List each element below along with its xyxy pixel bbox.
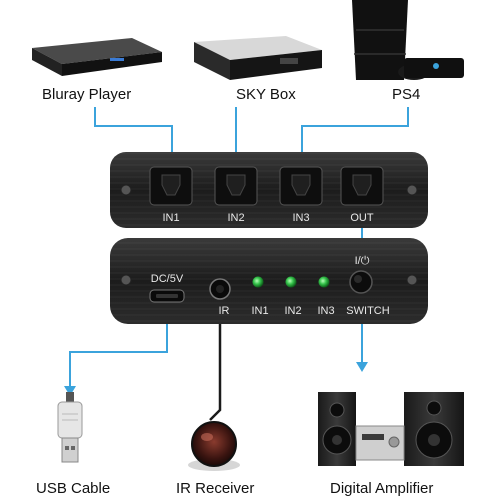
- sky-box-label: SKY Box: [236, 86, 296, 103]
- micro-usb-port-icon: [149, 289, 185, 303]
- port-in2-icon: [214, 166, 258, 206]
- port-label-in3: IN3: [292, 212, 309, 224]
- led-in2-icon: [285, 276, 297, 288]
- ir-jack-label: IR: [219, 305, 230, 317]
- switch-button-label: SWITCH: [346, 305, 389, 317]
- port-label-out: OUT: [350, 212, 374, 224]
- digital-amplifier-icon: [318, 392, 464, 466]
- input-connector-lines: [69, 107, 409, 421]
- ir-receiver-label: IR Receiver: [176, 480, 255, 497]
- switch-button[interactable]: [349, 270, 373, 294]
- ps4-to-in3-line: [301, 107, 409, 165]
- bluray-to-in1-line: [94, 107, 173, 165]
- ir-receiver-cable: [209, 292, 222, 421]
- port-label-in2: IN2: [227, 212, 244, 224]
- port-in3-icon: [279, 166, 323, 206]
- arrow-usb-icon: [64, 386, 76, 396]
- led-in3-icon: [318, 276, 330, 288]
- usb-cable-label: USB Cable: [36, 480, 111, 497]
- port-label-in1: IN1: [162, 212, 179, 224]
- sky-box-icon: [194, 36, 322, 80]
- digital-amplifier-label: Digital Amplifier: [330, 480, 434, 497]
- ir-receiver-icon: [188, 421, 240, 471]
- ps4-console-icon: [352, 0, 464, 80]
- ir-jack-icon: [209, 278, 231, 300]
- dc-port-label: DC/5V: [151, 273, 184, 285]
- usb-cable-icon: [57, 392, 83, 463]
- switch-front-panel: [110, 238, 428, 324]
- power-label: I/⏻: [355, 255, 370, 267]
- ps4-label: PS4: [392, 86, 421, 103]
- port-in1-icon: [149, 166, 193, 206]
- port-out-icon: [340, 166, 384, 206]
- led-label-in2: IN2: [284, 305, 301, 317]
- arrow-amplifier-icon: [356, 362, 368, 372]
- bluray-player-icon: [32, 38, 162, 76]
- led-label-in3: IN3: [317, 305, 334, 317]
- led-label-in1: IN1: [251, 305, 268, 317]
- bluray-player-label: Bluray Player: [42, 86, 132, 103]
- led-in1-icon: [252, 276, 264, 288]
